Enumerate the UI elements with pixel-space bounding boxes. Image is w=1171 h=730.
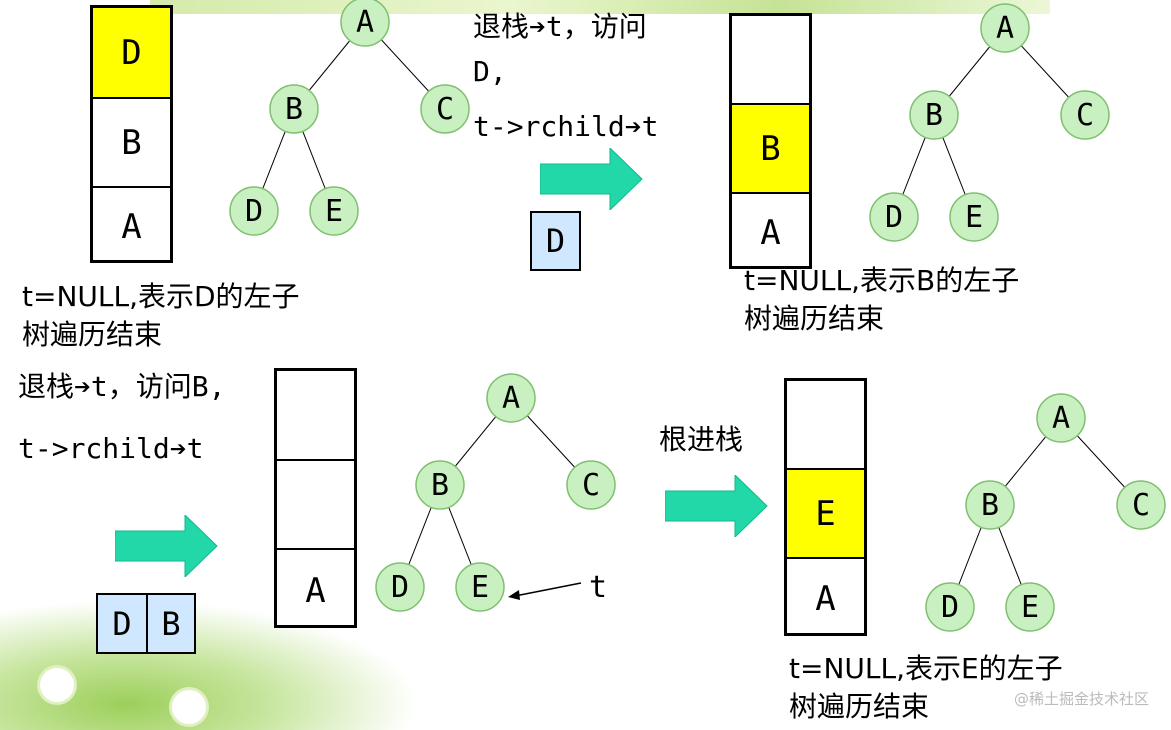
tree-node-d: [375, 562, 425, 612]
root-push-label: 根进栈: [659, 423, 744, 456]
tree-node-label-b: B: [925, 98, 943, 133]
rchild-assign-1: t->rchild➔t: [473, 110, 659, 143]
tree-node-label-e: E: [471, 570, 489, 605]
stack-4: E A: [784, 378, 867, 636]
tree-node-e: [309, 186, 359, 236]
stack-cell-top: D: [93, 8, 170, 99]
decorative-flowers-corner: [0, 600, 420, 730]
tree-node-label-d: D: [885, 200, 903, 235]
stack-cell-top: [277, 371, 354, 461]
binary-tree-1: A B C D E: [229, 0, 470, 236]
tree-node-c: [420, 84, 470, 134]
stack-cell-bottom: A: [305, 570, 326, 611]
tree-node-label-b: B: [285, 92, 303, 127]
tree-node-label-e: E: [325, 194, 343, 229]
tree-node-label-a: A: [502, 381, 520, 416]
tree-node-label-d: D: [245, 194, 263, 229]
right-arrow-3: [665, 475, 768, 537]
tree-node-label-d: D: [391, 570, 409, 605]
flower-decoration: [172, 690, 206, 724]
stack-1: D B A: [90, 5, 173, 263]
tree-node-c: [1116, 480, 1166, 530]
stack-cell-middle: B: [732, 105, 809, 194]
watermark: @稀土掘金技术社区: [1013, 690, 1149, 708]
tree-node-d: [229, 186, 279, 236]
stack-3: A: [274, 368, 357, 628]
stack-cell-top: [732, 16, 809, 105]
tree-node-d: [869, 192, 919, 242]
tree-node-label-a: A: [356, 5, 374, 40]
stack-cell-bottom: A: [815, 579, 836, 619]
stack-cell-middle: B: [93, 99, 170, 188]
pop-visit-b: 退栈➔t，访问B,: [18, 370, 226, 403]
note-null-b-line1: t=NULL,表示B的左子: [744, 264, 1020, 297]
pop-visit-d-line1: 退栈➔t，访问: [473, 10, 647, 43]
visited-box-db: D B: [96, 593, 196, 654]
stack-cell-top: [787, 381, 864, 470]
stack-cell-bottom: A: [121, 207, 142, 247]
binary-tree-2: A B C D E: [869, 3, 1110, 242]
tree-node-label-a: A: [1052, 401, 1070, 436]
tree-node-label-a: A: [996, 11, 1014, 46]
tree-node-label-b: B: [981, 488, 999, 523]
tree-node-b: [965, 480, 1015, 530]
stack-2: B A: [729, 13, 812, 269]
flower-decoration: [40, 668, 74, 702]
note-null-d-line1: t=NULL,表示D的左子: [22, 280, 300, 313]
stack-cell-middle: [277, 461, 354, 550]
visited-box-b: B: [146, 593, 196, 654]
stack-cell-middle: E: [787, 470, 864, 559]
tree-node-a: [980, 3, 1030, 53]
tree-node-c: [1060, 90, 1110, 140]
right-arrow-1: [540, 148, 643, 210]
tree-node-label-c: C: [1132, 488, 1150, 523]
visited-box-d: D: [96, 593, 148, 654]
right-arrow-2: [115, 515, 218, 577]
visited-box-d: D: [530, 211, 581, 271]
tree-node-a: [486, 373, 536, 423]
note-null-d-line2: 树遍历结束: [22, 318, 163, 351]
tree-node-label-d: D: [941, 590, 959, 625]
tree-node-label-c: C: [436, 92, 454, 127]
tree-node-b: [415, 460, 465, 510]
pointer-label-t: t: [589, 570, 608, 605]
tree-node-e: [1005, 582, 1055, 632]
tree-node-label-b: B: [431, 468, 449, 503]
tree-node-d: [925, 582, 975, 632]
stack-cell-bottom: A: [760, 213, 781, 253]
note-null-b-line2: 树遍历结束: [744, 302, 885, 335]
tree-node-label-e: E: [1021, 590, 1039, 625]
binary-tree-4: A B C D E: [925, 393, 1166, 632]
tree-node-e: [455, 562, 505, 612]
rchild-assign-2: t->rchild➔t: [18, 432, 204, 465]
note-null-e-line1: t=NULL,表示E的左子: [789, 652, 1063, 685]
note-null-e-line2: 树遍历结束: [789, 690, 930, 723]
tree-node-e: [949, 192, 999, 242]
pop-visit-d-line2: D,: [473, 55, 507, 88]
tree-node-label-e: E: [965, 200, 983, 235]
tree-node-b: [909, 90, 959, 140]
tree-node-b: [269, 84, 319, 134]
tree-node-c: [566, 460, 616, 510]
tree-node-label-c: C: [1076, 98, 1094, 133]
pointer-arrow: [508, 582, 582, 600]
tree-node-a: [1036, 393, 1086, 443]
binary-tree-3: A B C D E: [375, 373, 616, 612]
tree-node-a: [340, 0, 390, 47]
tree-node-label-c: C: [582, 468, 600, 503]
